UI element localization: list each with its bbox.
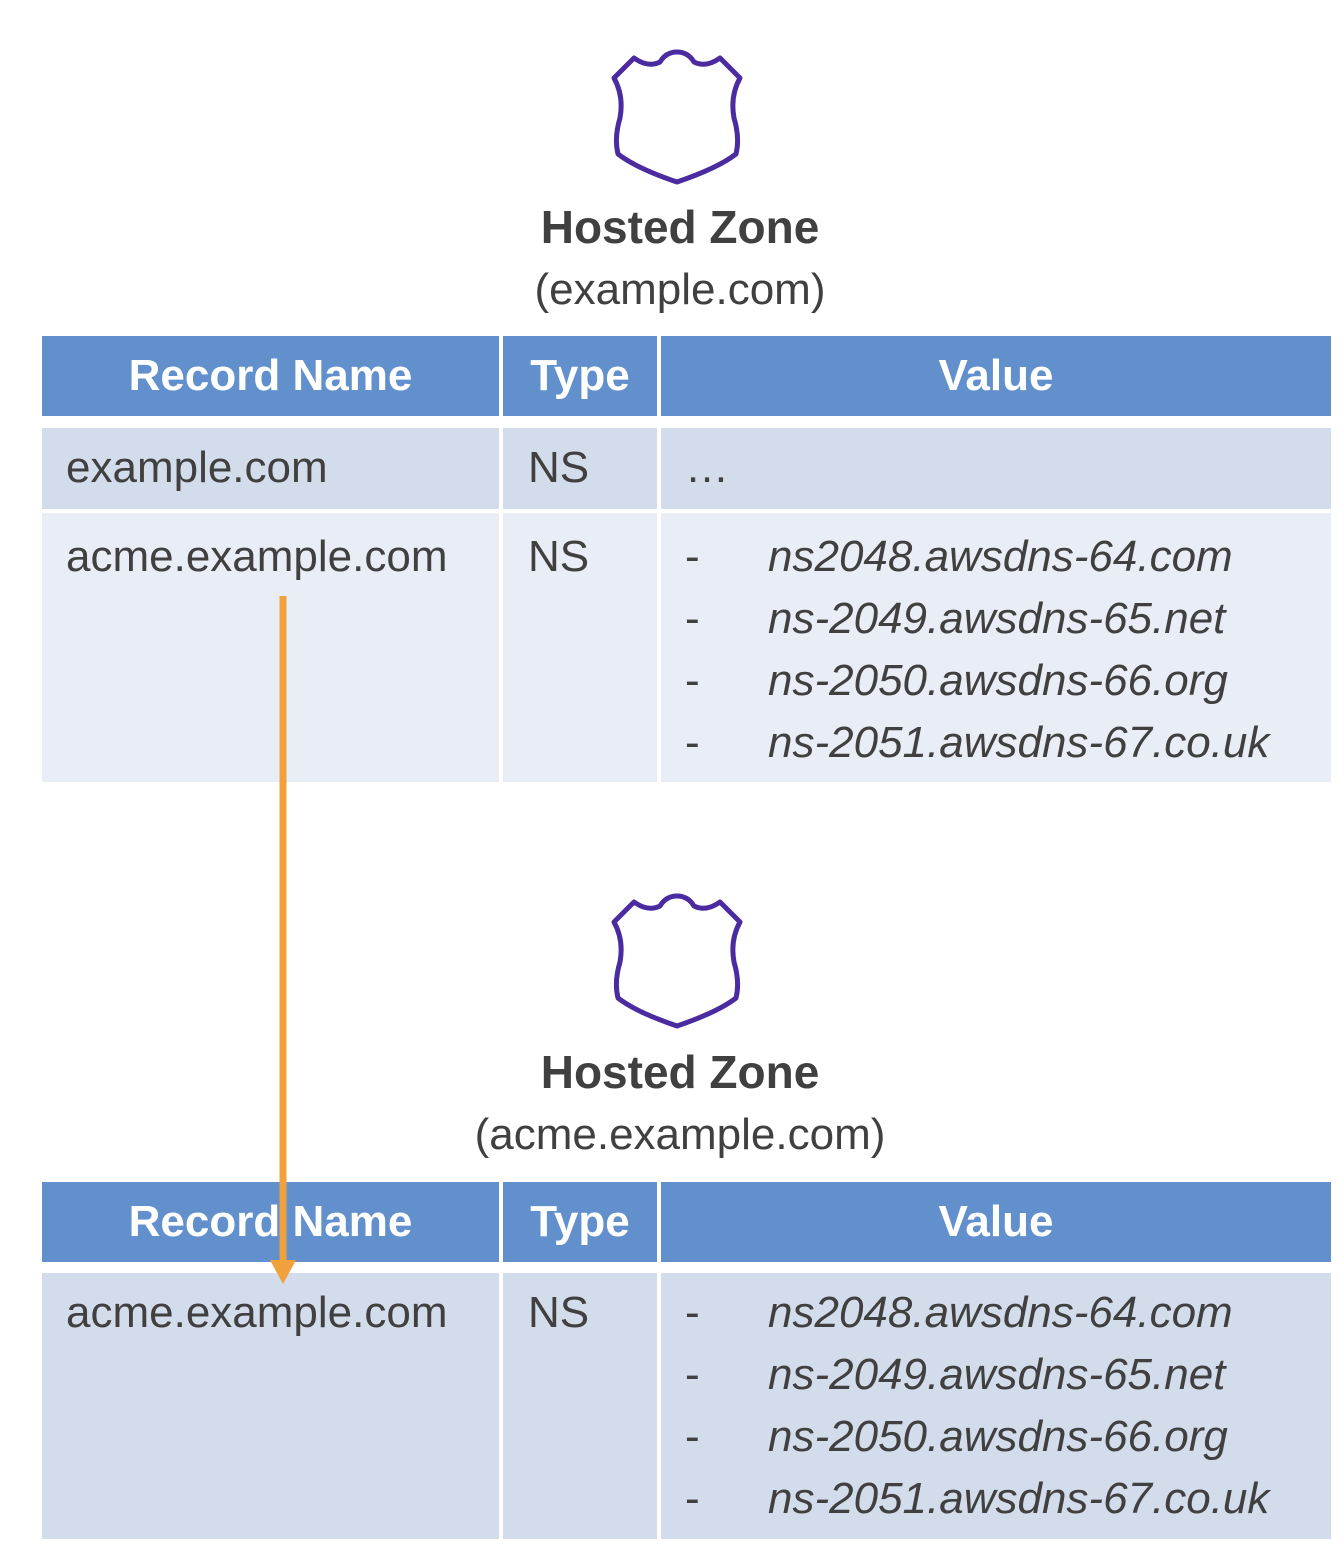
record-name: acme.example.com bbox=[66, 1288, 448, 1337]
record-type: NS bbox=[528, 443, 590, 492]
table-row-cell bbox=[42, 428, 499, 509]
hosted-zone-shield-icon bbox=[611, 893, 743, 1029]
record-value: … bbox=[685, 443, 729, 492]
nameserver-value: ns-2050.awsdns-66.org bbox=[768, 656, 1228, 705]
table-row-cell bbox=[42, 513, 499, 782]
list-bullet: - bbox=[685, 1412, 700, 1461]
list-bullet: - bbox=[685, 718, 700, 767]
header-record-name: Record Name bbox=[42, 1182, 499, 1262]
list-bullet: - bbox=[685, 656, 700, 705]
table-row-cell bbox=[661, 428, 1331, 509]
list-bullet: - bbox=[685, 1350, 700, 1399]
list-bullet: - bbox=[685, 1288, 700, 1337]
header-value: Value bbox=[661, 1182, 1331, 1262]
list-bullet: - bbox=[685, 594, 700, 643]
zone-subtitle: (example.com) bbox=[534, 265, 826, 314]
hosted-zone-shield-icon bbox=[611, 49, 743, 185]
nameserver-value: ns2048.awsdns-64.com bbox=[768, 532, 1233, 581]
nameserver-value: ns2048.awsdns-64.com bbox=[768, 1288, 1233, 1337]
nameserver-value: ns-2051.awsdns-67.co.uk bbox=[768, 1474, 1270, 1523]
record-type: NS bbox=[528, 532, 590, 581]
nameserver-value: ns-2050.awsdns-66.org bbox=[768, 1412, 1228, 1461]
record-name: example.com bbox=[66, 443, 328, 492]
table-row-cell bbox=[661, 513, 1331, 782]
nameserver-value: ns-2051.awsdns-67.co.uk bbox=[768, 718, 1270, 767]
nameserver-value: ns-2049.awsdns-65.net bbox=[768, 594, 1226, 643]
table-row-cell bbox=[503, 1273, 657, 1539]
table-row-cell bbox=[503, 513, 657, 782]
record-type: NS bbox=[528, 1288, 590, 1337]
table-row-cell bbox=[661, 1273, 1331, 1539]
table-row-cell bbox=[42, 1273, 499, 1539]
header-type: Type bbox=[503, 336, 657, 416]
zone-title: Hosted Zone bbox=[540, 201, 820, 253]
header-record-name: Record Name bbox=[42, 336, 499, 416]
header-type: Type bbox=[503, 1182, 657, 1262]
zone-subtitle: (acme.example.com) bbox=[474, 1110, 886, 1159]
list-bullet: - bbox=[685, 532, 700, 581]
header-value: Value bbox=[661, 336, 1331, 416]
table-row-cell bbox=[503, 428, 657, 509]
zone-title: Hosted Zone bbox=[540, 1046, 820, 1098]
nameserver-value: ns-2049.awsdns-65.net bbox=[768, 1350, 1226, 1399]
list-bullet: - bbox=[685, 1474, 700, 1523]
record-name: acme.example.com bbox=[66, 532, 448, 581]
